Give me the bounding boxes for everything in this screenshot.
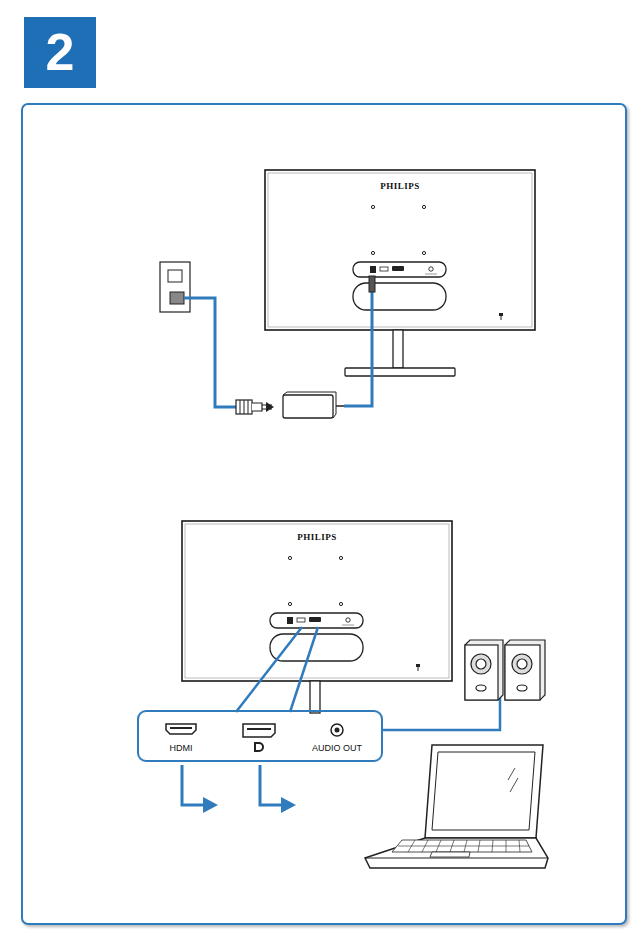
brand-label: PHILIPS [297,532,337,542]
dc-cable [344,290,372,406]
power-adapter [283,392,344,418]
port-panel: HDMI AUDIO OUT [137,710,383,762]
power-plug [236,400,274,414]
dc-plug [369,276,375,292]
laptop [365,745,548,868]
callout-lines [236,627,318,712]
port-label: AUDIO OUT [312,743,362,753]
power-cable [184,298,238,407]
audio-cable [383,697,500,730]
step-number: 2 [24,17,96,88]
stand-neck [393,330,403,368]
signal-arrows [182,765,283,805]
monitor-back [265,170,535,330]
step-badge [24,17,96,88]
step-panel [22,104,626,924]
stand-neck [310,681,320,713]
wall-outlet [160,262,190,312]
speakers [465,640,545,700]
brand-label: PHILIPS [380,181,420,191]
monitor-back [182,521,452,681]
arrowheads [203,797,296,813]
port-label: HDMI [170,743,193,753]
stand-base [345,368,455,376]
